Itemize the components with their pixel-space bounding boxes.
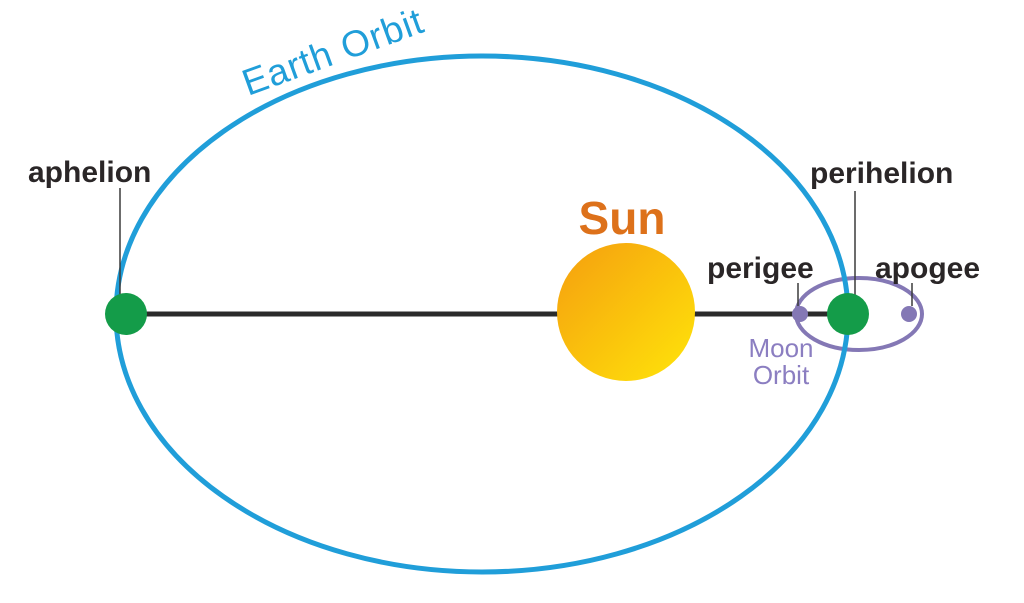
aphelion-label: aphelion bbox=[28, 156, 151, 189]
earth-at-perihelion-dot bbox=[827, 293, 869, 335]
sun-circle bbox=[557, 243, 695, 381]
earth-orbit-label: Earth Orbit bbox=[237, 0, 429, 103]
apogee-label: apogee bbox=[875, 252, 980, 285]
perihelion-label: perihelion bbox=[810, 157, 953, 190]
sun-label: Sun bbox=[579, 192, 666, 244]
moon-orbit-label-line2: Orbit bbox=[753, 360, 810, 390]
perigee-label: perigee bbox=[707, 252, 814, 285]
earth-at-aphelion-dot bbox=[105, 293, 147, 335]
moon-at-perigee-dot bbox=[792, 306, 808, 322]
moon-orbit-label-line1: Moon bbox=[748, 333, 813, 363]
moon-at-apogee-dot bbox=[901, 306, 917, 322]
